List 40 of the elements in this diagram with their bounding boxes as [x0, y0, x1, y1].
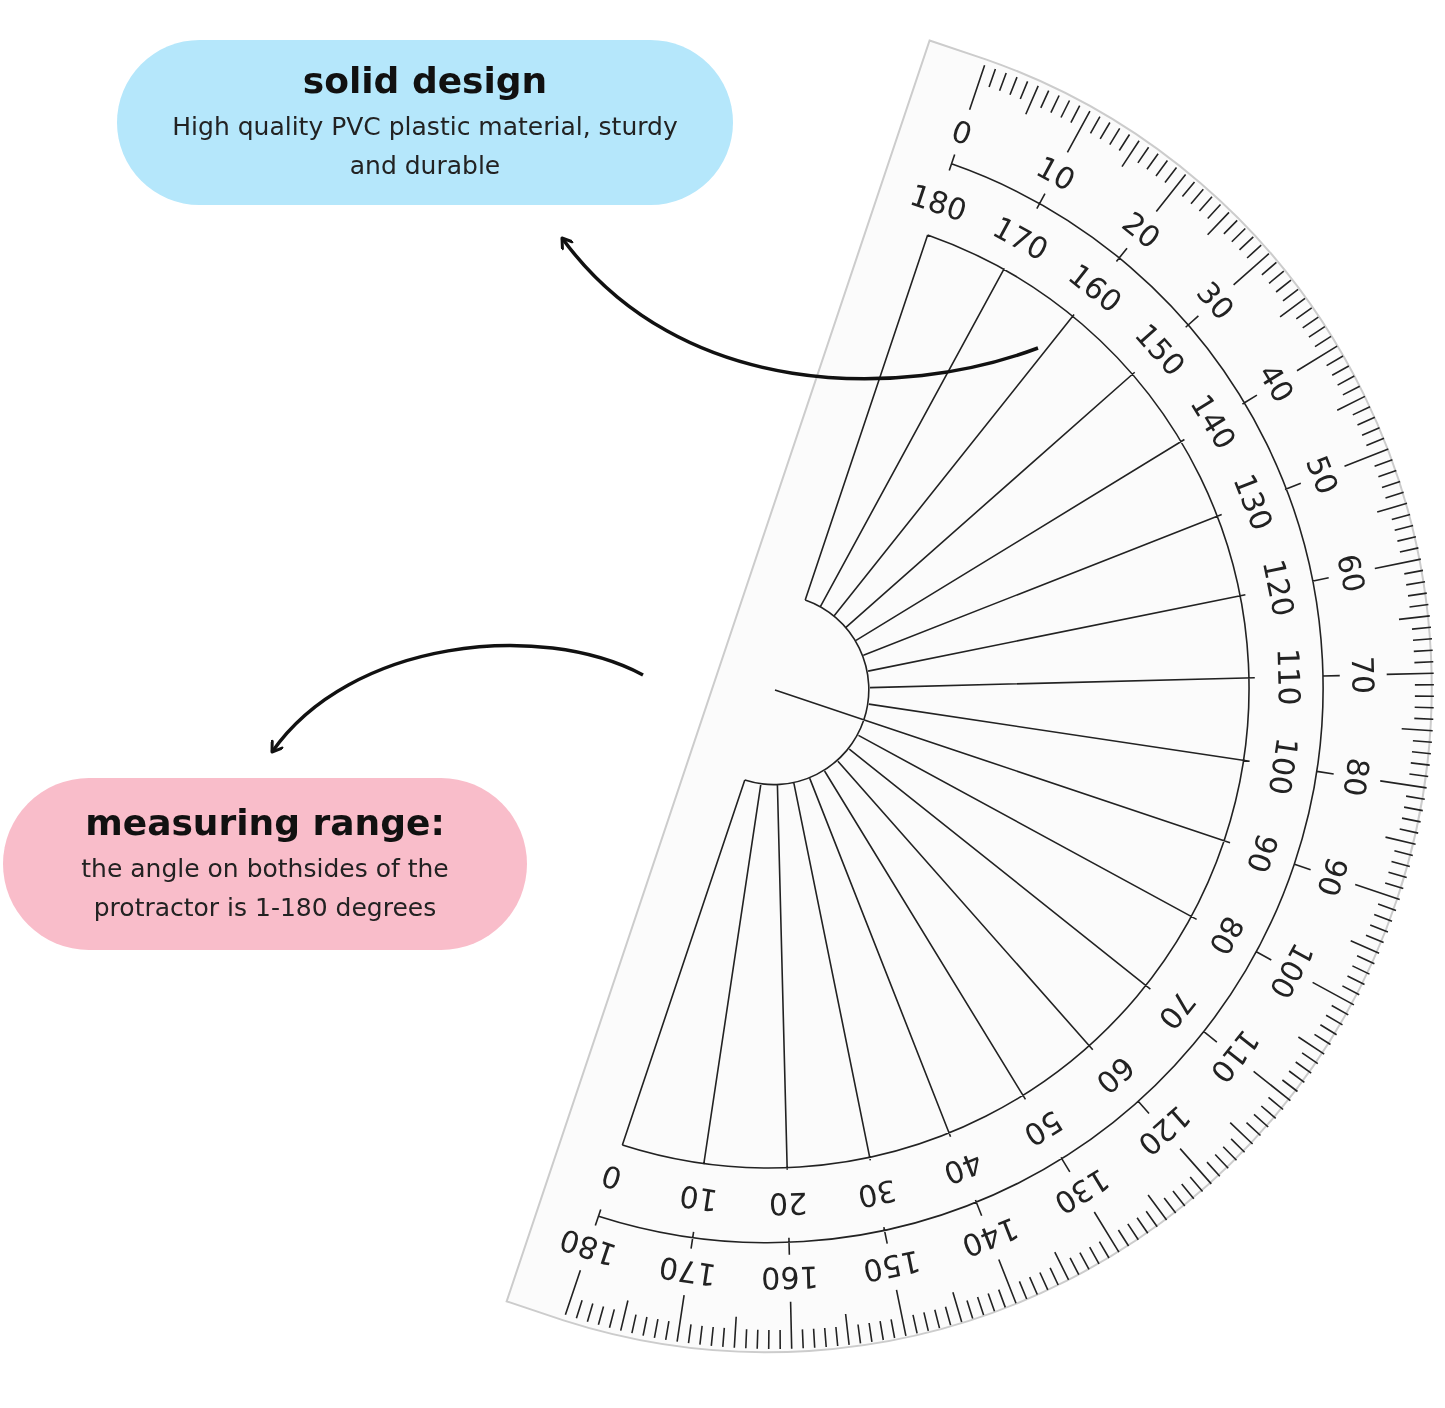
scale-number: 120 — [1131, 1098, 1198, 1163]
scale-number: 120 — [1255, 556, 1302, 620]
scale-number: 170 — [987, 209, 1055, 268]
callout-text: High quality PVC plastic material, sturdy and durable — [171, 111, 679, 182]
curved-arrow — [560, 236, 1039, 381]
scale-number: 0 — [947, 113, 977, 153]
scale-number: 80 — [1202, 910, 1251, 961]
scale-number: 60 — [1089, 1049, 1142, 1101]
scale-number: 110 — [1270, 647, 1308, 706]
scale-number: 50 — [1017, 1103, 1069, 1154]
scale-number: 150 — [860, 1243, 924, 1290]
scale-number: 40 — [938, 1145, 988, 1192]
scale-number: 140 — [957, 1210, 1024, 1264]
curved-arrow — [270, 643, 644, 754]
scale-number: 100 — [1262, 937, 1321, 1005]
callout-heading: solid design — [302, 60, 548, 101]
callout-heading: measuring range: — [85, 801, 445, 843]
scale-number: 80 — [1336, 755, 1377, 799]
scale-number: 130 — [1048, 1161, 1116, 1222]
scale-number: 60 — [1330, 551, 1373, 596]
scale-number: 10 — [677, 1178, 721, 1219]
scale-number: 100 — [1261, 735, 1305, 798]
scale-number: 170 — [656, 1249, 719, 1293]
scale-number: 130 — [1226, 468, 1281, 536]
callout-text: the angle on bothsides of the protractor is 1-180 degrees — [80, 852, 450, 924]
scale-number: 30 — [854, 1172, 900, 1215]
scale-number: 20 — [1115, 204, 1168, 256]
scale-number: 160 — [760, 1259, 819, 1297]
scale-number: 20 — [768, 1185, 808, 1222]
scale-number: 160 — [1062, 256, 1129, 320]
scale-number: 90 — [1309, 853, 1356, 901]
scale-number: 180 — [905, 177, 972, 229]
scale-number: 0 — [596, 1157, 627, 1197]
scale-number: 50 — [1298, 450, 1346, 500]
scale-number: 40 — [1251, 357, 1302, 409]
scale-number: 10 — [1030, 149, 1082, 198]
scale-number: 70 — [1151, 984, 1203, 1037]
scale-number: 90 — [1239, 829, 1285, 878]
scale-number: 180 — [555, 1221, 621, 1274]
scale-number: 70 — [1344, 655, 1381, 695]
